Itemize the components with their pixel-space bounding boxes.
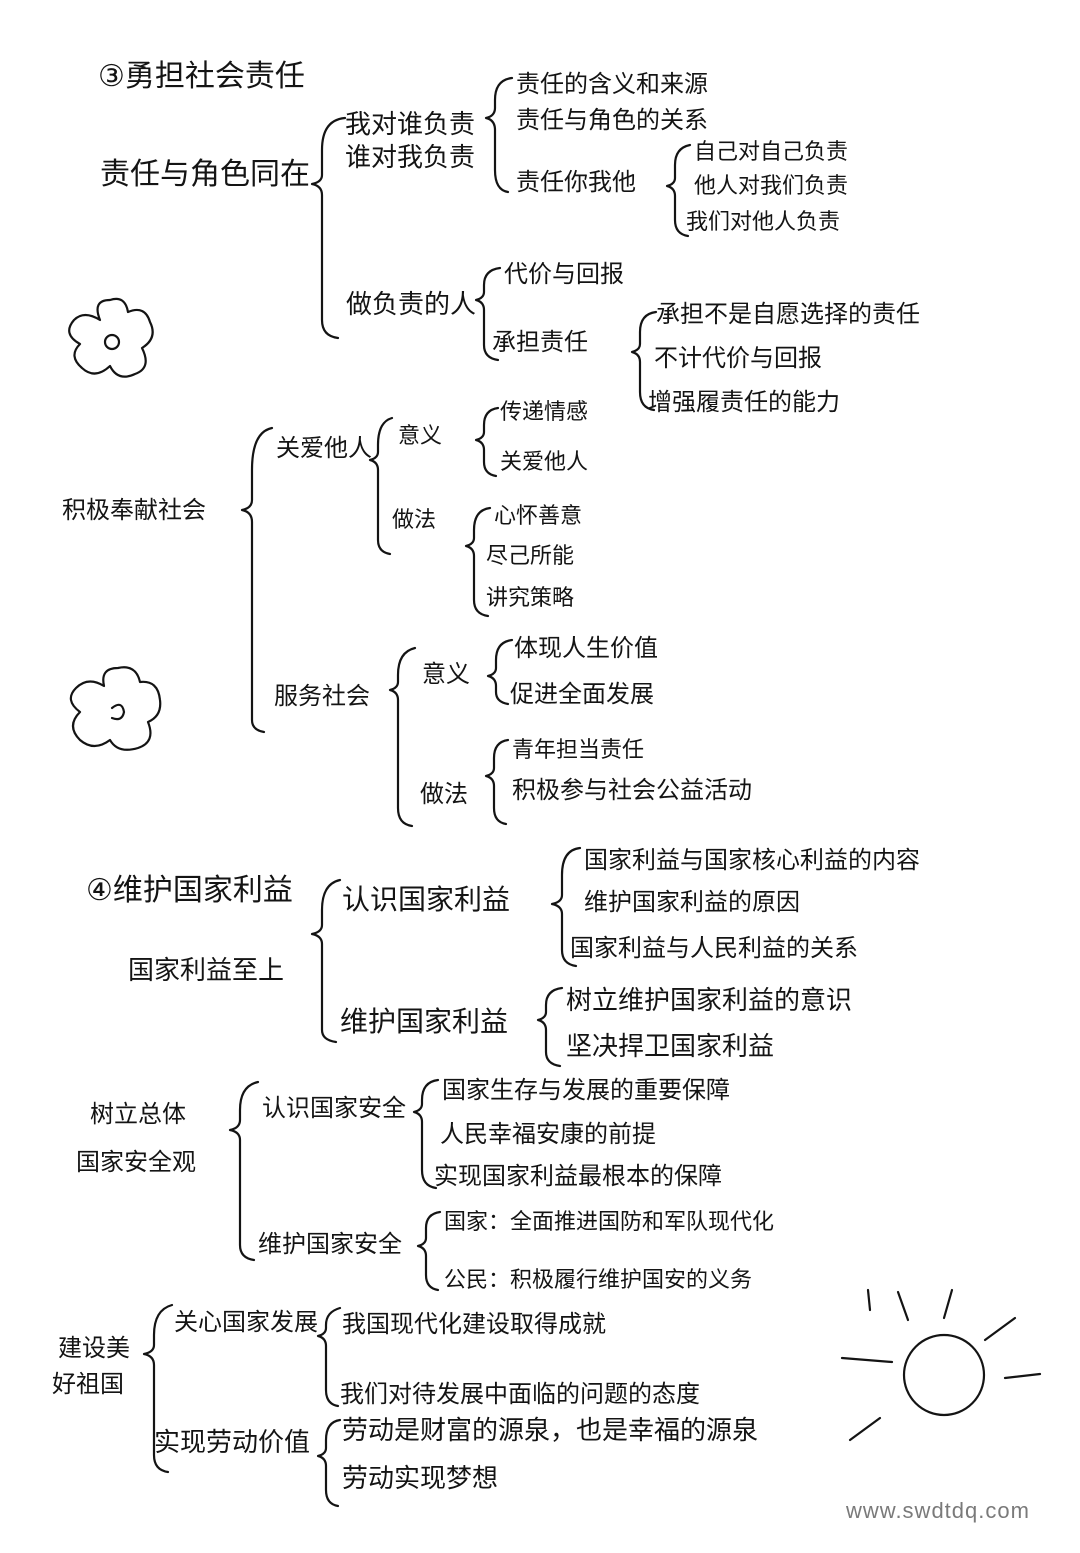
s3-branch-3: 做负责的人 bbox=[346, 290, 477, 320]
s5-labor-item-1: 劳动实现梦想 bbox=[342, 1464, 499, 1494]
brace-s3-b2 bbox=[474, 266, 502, 362]
section-3-title: ③勇担社会责任 bbox=[98, 59, 305, 94]
brace-s3b-care bbox=[368, 416, 394, 556]
s4-chapter: 国家利益至上 bbox=[128, 956, 285, 986]
flower-doodle-2 bbox=[69, 666, 162, 751]
brace-s3-b1 bbox=[484, 76, 514, 194]
s3-b1-sub-item-2: 我们对他人负责 bbox=[686, 210, 841, 235]
watermark: www.swdtdq.com bbox=[846, 1498, 1030, 1523]
s4b-know-item-0: 国家生存与发展的重要保障 bbox=[442, 1076, 730, 1104]
s3-b2-sub-item-1: 不计代价与回报 bbox=[654, 344, 822, 372]
s3b-care-meaning-item-0: 传递情感 bbox=[500, 400, 589, 425]
flower-doodle-1 bbox=[68, 297, 154, 378]
s5-care-item-0: 我国现代化建设取得成就 bbox=[342, 1310, 606, 1338]
s3-branch-1: 我对谁负责 bbox=[345, 110, 476, 140]
s5-labor-item-0: 劳动是财富的源泉，也是幸福的源泉 bbox=[342, 1416, 759, 1446]
brace-s4-main bbox=[310, 878, 342, 1044]
brace-s4b-main bbox=[228, 1080, 260, 1262]
s3b-care-method-item-2: 讲究策略 bbox=[486, 586, 575, 611]
brace-s5-care bbox=[316, 1306, 342, 1408]
s4b-know-item-1: 人民幸福安康的前提 bbox=[440, 1120, 656, 1148]
brace-s3b-serve-mean bbox=[486, 638, 514, 706]
brace-s3-b1sub bbox=[665, 143, 692, 238]
s5-labor: 实现劳动价值 bbox=[154, 1428, 311, 1458]
brace-s5-main bbox=[142, 1303, 174, 1474]
s4-know-item-2: 国家利益与人民利益的关系 bbox=[570, 934, 858, 962]
s3b-care-meaning-item-1: 关爱他人 bbox=[500, 450, 589, 475]
s5-care-item-1: 我们对待发展中面临的问题的态度 bbox=[340, 1380, 700, 1408]
s3b-chapter: 积极奉献社会 bbox=[62, 496, 206, 524]
s4b-protect-item-0: 国家：全面推进国防和军队现代化 bbox=[444, 1210, 775, 1235]
brace-s3b-serve bbox=[388, 646, 417, 828]
s5-care: 关心国家发展 bbox=[174, 1308, 318, 1336]
s4-protect-item-0: 树立维护国家利益的意识 bbox=[566, 986, 853, 1016]
s4b-know-item-2: 实现国家利益最根本的保障 bbox=[434, 1162, 722, 1190]
s4b-chapter-line-2: 国家安全观 bbox=[76, 1148, 196, 1176]
s3-b2-sub-item-0: 承担不是自愿选择的责任 bbox=[656, 300, 920, 328]
brace-s4b-know bbox=[412, 1078, 440, 1190]
s4-know-item-1: 维护国家利益的原因 bbox=[584, 888, 800, 916]
brace-s4b-protect bbox=[416, 1210, 442, 1292]
s4-protect-item-1: 坚决捍卫国家利益 bbox=[566, 1032, 775, 1062]
s3b-serve-meaning-item-0: 体现人生价值 bbox=[514, 634, 658, 662]
brace-s4-know bbox=[550, 846, 582, 968]
s3b-serve-method: 做法 bbox=[420, 780, 468, 808]
brace-s3b-care-method bbox=[464, 506, 492, 618]
s3-branch-2: 谁对我负责 bbox=[345, 143, 476, 173]
brace-s3b-main bbox=[240, 426, 274, 734]
section-4-title: ④维护国家利益 bbox=[86, 873, 293, 908]
s5-chapter-line-1: 建设美 bbox=[58, 1334, 130, 1362]
s3b-care-method-item-0: 心怀善意 bbox=[494, 504, 583, 529]
s3b-care-meaning: 意义 bbox=[398, 424, 443, 449]
brace-s3-main bbox=[310, 116, 347, 340]
s3b-serve-meaning-item-1: 促进全面发展 bbox=[510, 680, 654, 708]
s3b-care-method-item-1: 尽己所能 bbox=[486, 544, 575, 569]
s3b-serve-method-item-0: 青年担当责任 bbox=[512, 738, 645, 763]
s4b-know: 认识国家安全 bbox=[262, 1094, 406, 1122]
brace-s3b-care-mean bbox=[474, 406, 500, 478]
s3-chapter: 责任与角色同在 bbox=[100, 157, 310, 192]
s3-b1-item-1: 责任与角色的关系 bbox=[516, 106, 708, 134]
s3b-care: 关爱他人 bbox=[276, 434, 372, 462]
sun-doodle bbox=[840, 1288, 1042, 1442]
brace-s3b-serve-method bbox=[484, 738, 510, 826]
s3-b1-item-0: 责任的含义和来源 bbox=[516, 70, 708, 98]
s4b-protect: 维护国家安全 bbox=[258, 1230, 402, 1258]
s3b-care-method: 做法 bbox=[392, 508, 437, 533]
s4b-chapter-line-1: 树立总体 bbox=[90, 1100, 186, 1128]
s3b-serve-method-item-1: 积极参与社会公益活动 bbox=[512, 776, 752, 804]
s3b-serve: 服务社会 bbox=[274, 682, 370, 710]
s4-know-item-0: 国家利益与国家核心利益的内容 bbox=[584, 846, 920, 874]
s4b-protect-item-1: 公民：积极履行维护国安的义务 bbox=[444, 1268, 753, 1293]
s4-protect: 维护国家利益 bbox=[340, 1005, 509, 1038]
brace-s5-labor bbox=[316, 1418, 342, 1508]
s3-b1-sub-item-1: 他人对我们负责 bbox=[694, 174, 849, 199]
brace-s3-b2sub bbox=[630, 310, 658, 412]
s3-b1-sub: 责任你我他 bbox=[516, 168, 636, 196]
brace-s4-protect bbox=[536, 986, 564, 1068]
s3-b2-sub: 承担责任 bbox=[492, 328, 588, 356]
s5-chapter-line-2: 好祖国 bbox=[52, 1370, 124, 1398]
s3-b2-sub-item-2: 增强履责任的能力 bbox=[648, 388, 840, 416]
s3-b2-item-0: 代价与回报 bbox=[504, 260, 624, 288]
s3b-serve-meaning: 意义 bbox=[422, 660, 470, 688]
s4-know: 认识国家利益 bbox=[342, 883, 511, 916]
s3-b1-sub-item-0: 自己对自己负责 bbox=[694, 140, 849, 165]
